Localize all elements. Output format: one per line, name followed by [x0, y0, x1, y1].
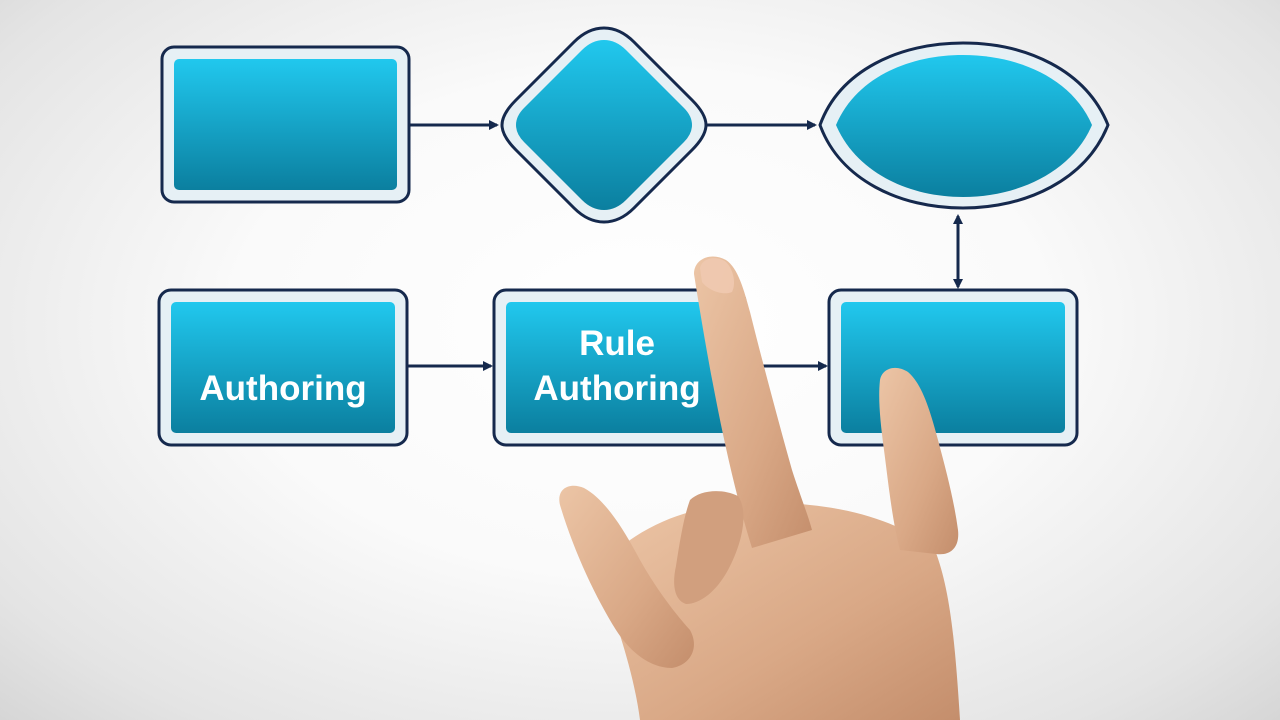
rule-authoring-label: Authoring — [533, 369, 700, 408]
node-authoring[interactable]: Authoring — [157, 288, 409, 447]
rule-label: Rule — [579, 324, 655, 363]
node-top-diamond[interactable] — [500, 26, 708, 224]
node-top-rect[interactable] — [160, 45, 411, 204]
node-top-ellipse[interactable] — [818, 41, 1110, 210]
hand-thumb — [559, 485, 694, 668]
node-bottom-right[interactable] — [827, 288, 1079, 447]
pointing-hand-icon — [559, 256, 960, 720]
hand-ring-finger — [674, 491, 744, 604]
node-rule-authoring[interactable]: Rule Authoring — [492, 288, 747, 447]
connector-arrows — [407, 120, 963, 371]
hand-middle-finger — [879, 367, 959, 555]
index-fingernail — [700, 258, 734, 294]
authoring-label: Authoring — [199, 369, 366, 408]
hand-index-finger — [694, 256, 812, 548]
